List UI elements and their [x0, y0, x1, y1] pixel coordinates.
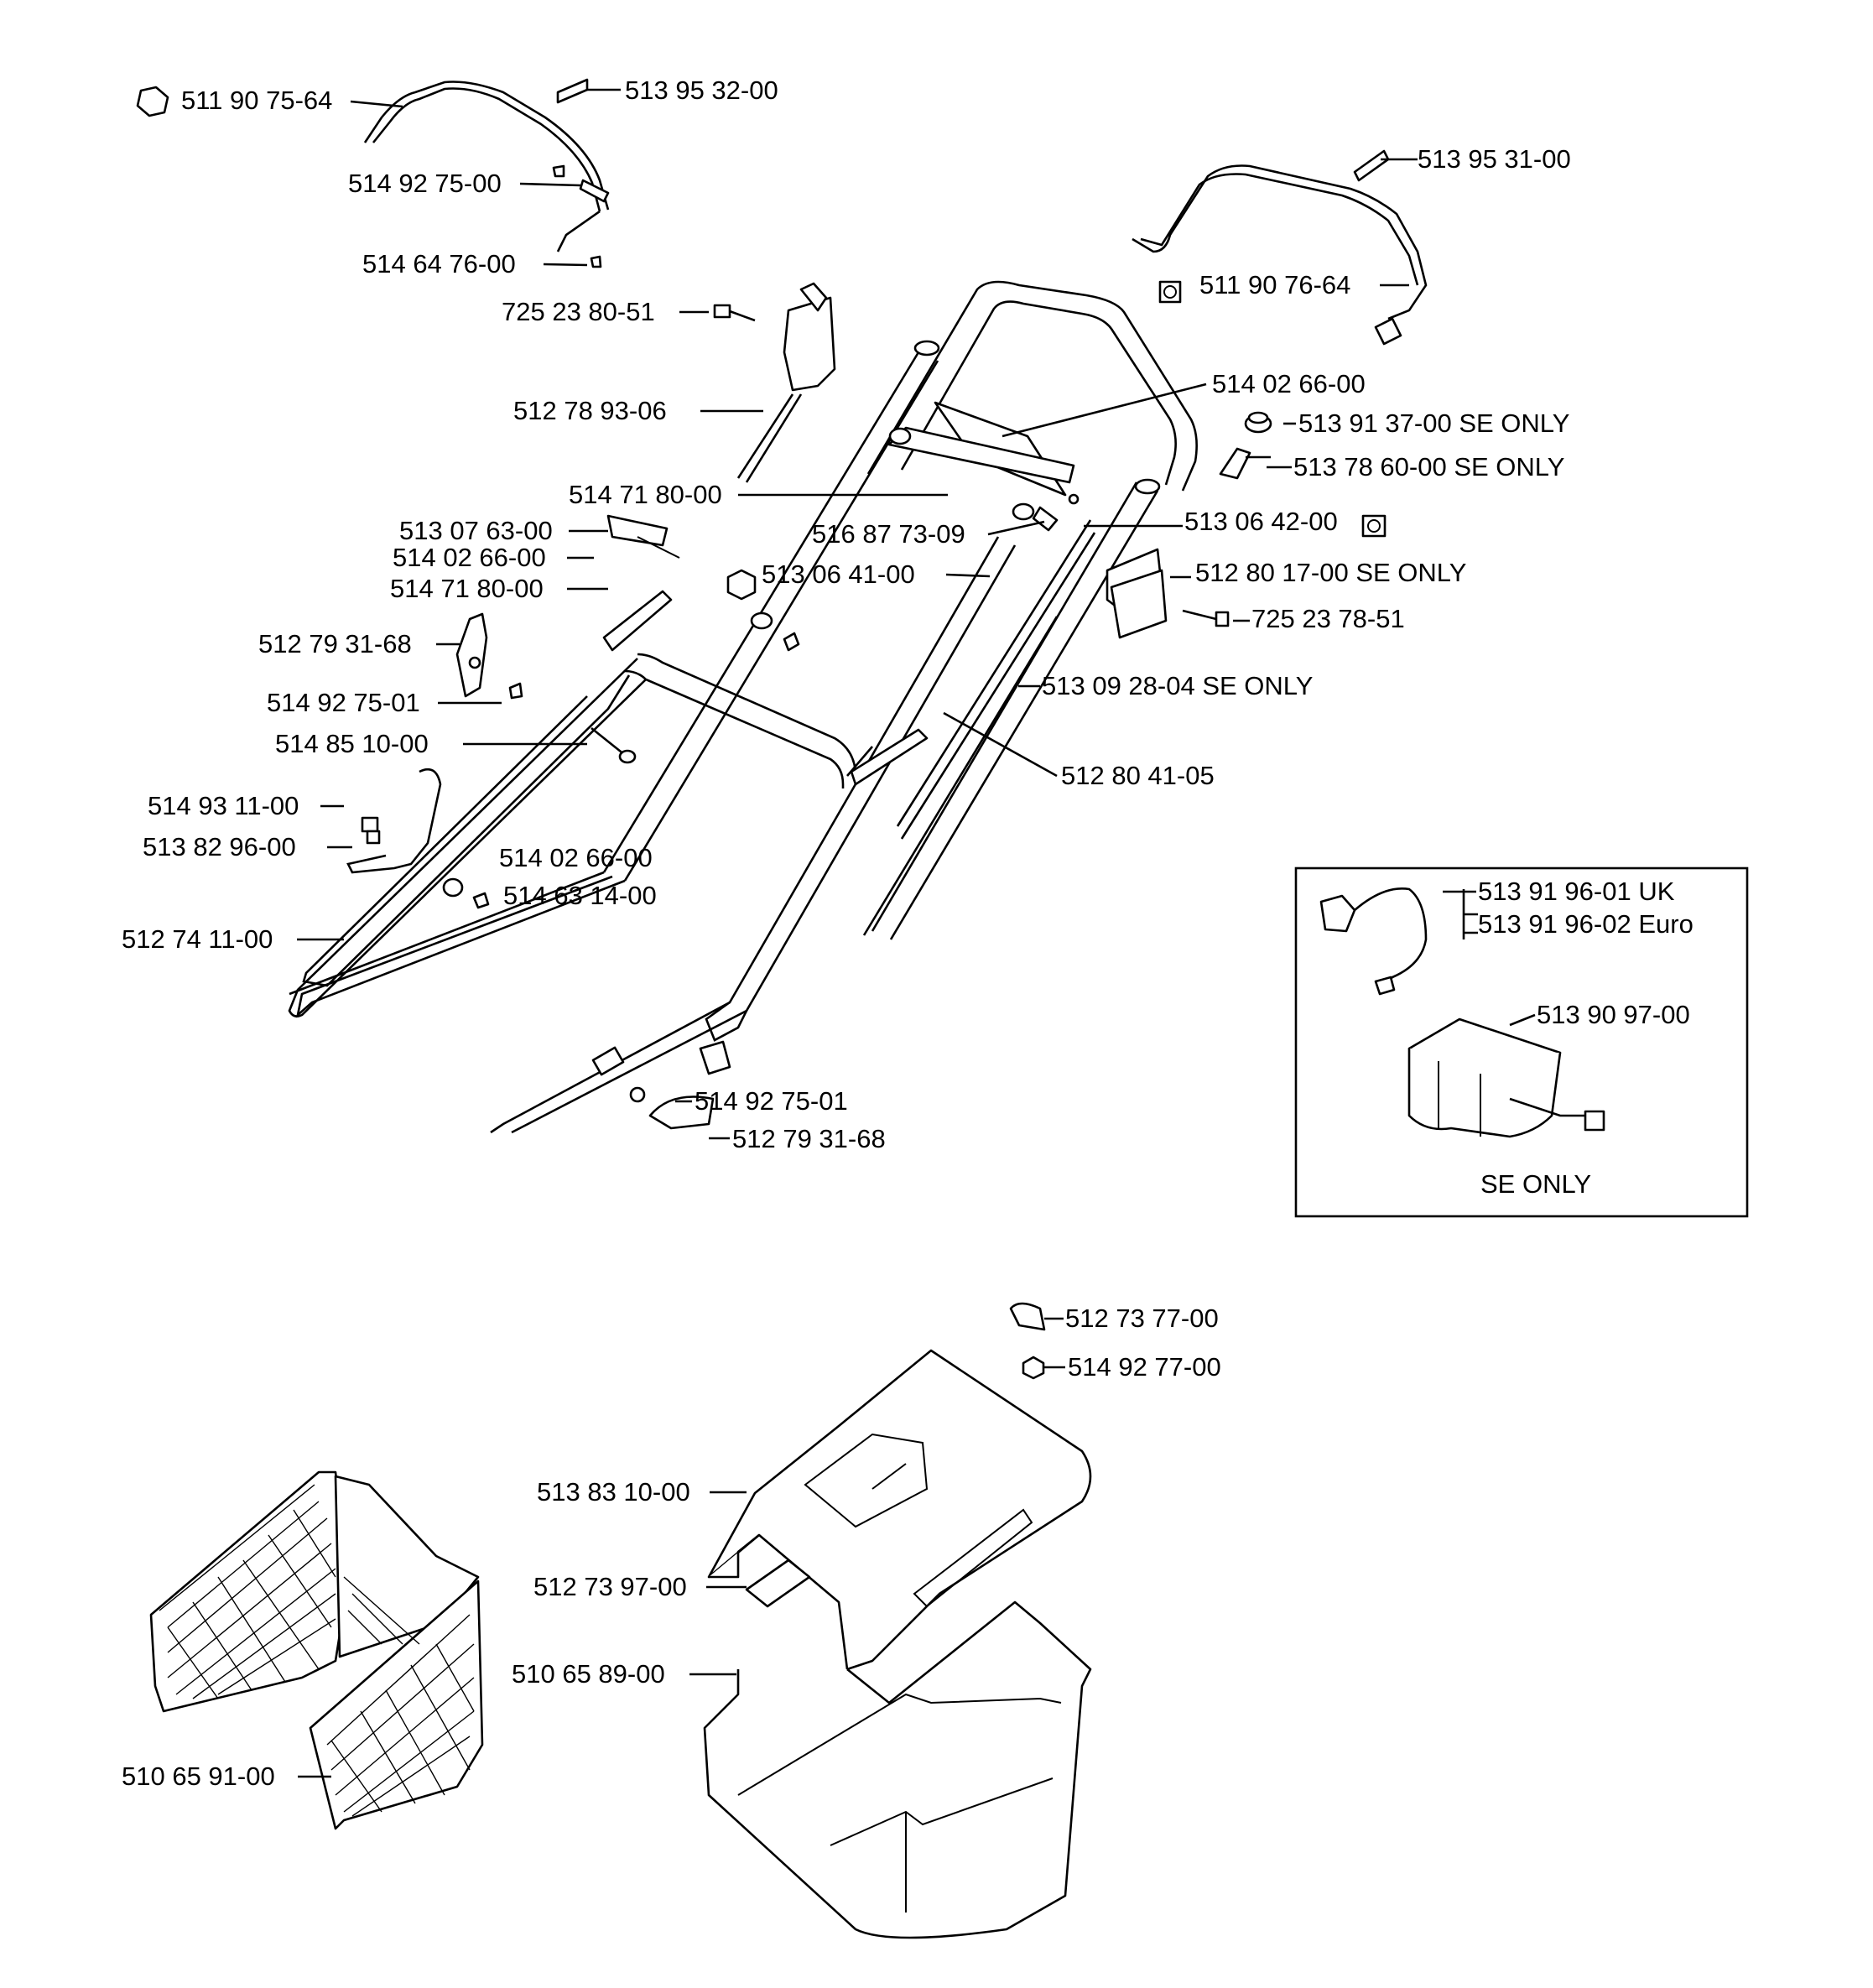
label-side-bar: 512 74 11-00	[122, 924, 273, 954]
washer-top-left	[888, 427, 912, 445]
bracket-plates	[602, 401, 1075, 786]
handle-end-plug	[591, 1046, 625, 1076]
part-labels: 511 90 75-64 513 95 32-00 514 92 75-00 5…	[122, 75, 1694, 1791]
cable-lever-part	[736, 282, 836, 483]
octagon-icon-left-bar	[136, 86, 169, 117]
battery-part	[1407, 1017, 1605, 1138]
handle-cap-left	[913, 340, 940, 356]
handle-right-tube	[871, 481, 1159, 940]
handle-grip-part	[745, 1559, 811, 1608]
switch-se-part	[1244, 411, 1272, 434]
hexagon-icon-nut-mid	[726, 569, 757, 601]
catcher-bottom-part	[703, 1600, 1092, 1939]
screw-e-head	[629, 1086, 646, 1103]
plug-top-part	[1022, 1356, 1045, 1380]
key-se-part	[1219, 447, 1271, 480]
label-wire-se: 513 09 28-04 SE ONLY	[1042, 671, 1313, 700]
gear-square-icon-right-bar	[1158, 280, 1182, 304]
clip-top-part	[1009, 1302, 1046, 1331]
label-bolt-cable: 725 23 80-51	[502, 297, 655, 326]
bolt-part	[713, 304, 756, 322]
gear-square-icon-nut-top	[1361, 514, 1387, 538]
label-mesh-sides: 510 65 91-00	[122, 1762, 275, 1791]
label-washer-c: 514 02 66-00	[499, 843, 653, 872]
screw-e-part	[699, 1040, 731, 1075]
bolt-b-part	[591, 726, 637, 764]
bolt-right-part	[1182, 609, 1230, 627]
box-se-part	[1106, 548, 1168, 639]
lower-handle-assembly	[302, 519, 1096, 1134]
label-top-bar-right: 511 90 76-64	[1199, 270, 1350, 299]
label-bolt-right: 725 23 78-51	[1251, 604, 1405, 633]
washer-part	[750, 611, 773, 630]
screw-c-part	[508, 682, 523, 700]
clip-b-part	[1032, 506, 1059, 532]
strap-part	[606, 514, 680, 559]
label-box-se: 512 80 17-00 SE ONLY	[1195, 558, 1466, 587]
upper-handle-loop	[866, 280, 1198, 495]
label-grip-left: 513 95 32-00	[625, 75, 778, 105]
knob-right-part	[648, 1095, 715, 1130]
catcher-top-part	[707, 1349, 1092, 1671]
nut-part	[783, 632, 800, 652]
se-inset	[1294, 866, 1749, 1218]
label-battery: 513 90 97-00	[1537, 1000, 1690, 1029]
leader-lines	[297, 88, 1536, 1778]
screw-d-part	[361, 816, 381, 845]
label-nut-c: 514 63 14-00	[503, 881, 657, 910]
label-grip-right: 513 95 31-00	[1418, 144, 1571, 174]
knob-left-part	[455, 612, 488, 698]
label-clip: 513 82 96-00	[143, 832, 296, 861]
label-clip-b: 516 87 73-09	[812, 519, 965, 549]
screw-left-lower-part	[590, 255, 602, 268]
washer-top-right	[1012, 502, 1035, 521]
label-knob-left: 512 79 31-68	[258, 629, 412, 658]
label-bolt-b: 514 85 10-00	[275, 729, 429, 758]
label-catcher-top: 513 83 10-00	[537, 1477, 690, 1507]
label-handle-grip: 512 73 97-00	[533, 1572, 687, 1601]
right-top-bar	[1132, 164, 1428, 346]
nut-c-part	[472, 892, 490, 909]
mesh-hatch	[159, 1484, 475, 1817]
label-washer-top: 514 02 66-00	[1212, 369, 1366, 398]
label-screw-left-bar-a: 514 92 75-00	[348, 169, 502, 198]
screw-left-part	[552, 164, 565, 178]
handle-cap-right	[1134, 478, 1161, 495]
label-switch-se: 513 91 37-00 SE ONLY	[1298, 409, 1569, 438]
label-nut-mid: 513 06 41-00	[762, 559, 915, 589]
label-screw-d: 514 93 11-00	[148, 791, 299, 820]
label-key-se: 513 78 60-00 SE ONLY	[1293, 452, 1564, 481]
label-washer-plate-a: 514 71 80-00	[569, 480, 722, 509]
nut-top-part	[1068, 493, 1080, 505]
label-catcher-bottom: 510 65 89-00	[512, 1659, 665, 1689]
left-top-bar	[363, 81, 610, 252]
middle-handle-loop	[288, 653, 857, 1018]
label-cable-lever: 512 78 93-06	[513, 396, 667, 425]
clip-part	[346, 768, 442, 874]
label-strap-a: 513 07 63-00	[399, 516, 553, 545]
label-washer-a: 514 02 66-00	[393, 543, 546, 572]
label-se-only: SE ONLY	[1480, 1169, 1591, 1199]
label-knob-right: 512 79 31-68	[732, 1124, 886, 1153]
grip-right-part	[1353, 149, 1390, 182]
side-bracket-left	[602, 590, 673, 652]
washer-c-part	[442, 877, 464, 898]
label-screw-left-bar-b: 514 64 76-00	[362, 249, 516, 278]
label-nut-top: 513 06 42-00	[1184, 507, 1338, 536]
label-charger-uk: 513 91 96-01 UK	[1478, 877, 1675, 906]
label-clip-top: 512 73 77-00	[1065, 1304, 1219, 1333]
label-plug-top: 514 92 77-00	[1068, 1352, 1221, 1382]
label-charger-euro: 513 91 96-02 Euro	[1478, 909, 1694, 939]
label-top-bar-left: 511 90 75-64	[181, 86, 332, 115]
label-handle-lower: 512 80 41-05	[1061, 761, 1215, 790]
side-bracket-right	[850, 728, 929, 786]
label-screw-e: 514 92 75-01	[695, 1086, 848, 1116]
mesh-sides-part	[149, 1470, 484, 1830]
label-screw-c: 514 92 75-01	[267, 688, 420, 717]
grip-left-part	[556, 78, 589, 104]
label-washer-b: 514 71 80-00	[390, 574, 544, 603]
charger-part	[1319, 887, 1428, 996]
